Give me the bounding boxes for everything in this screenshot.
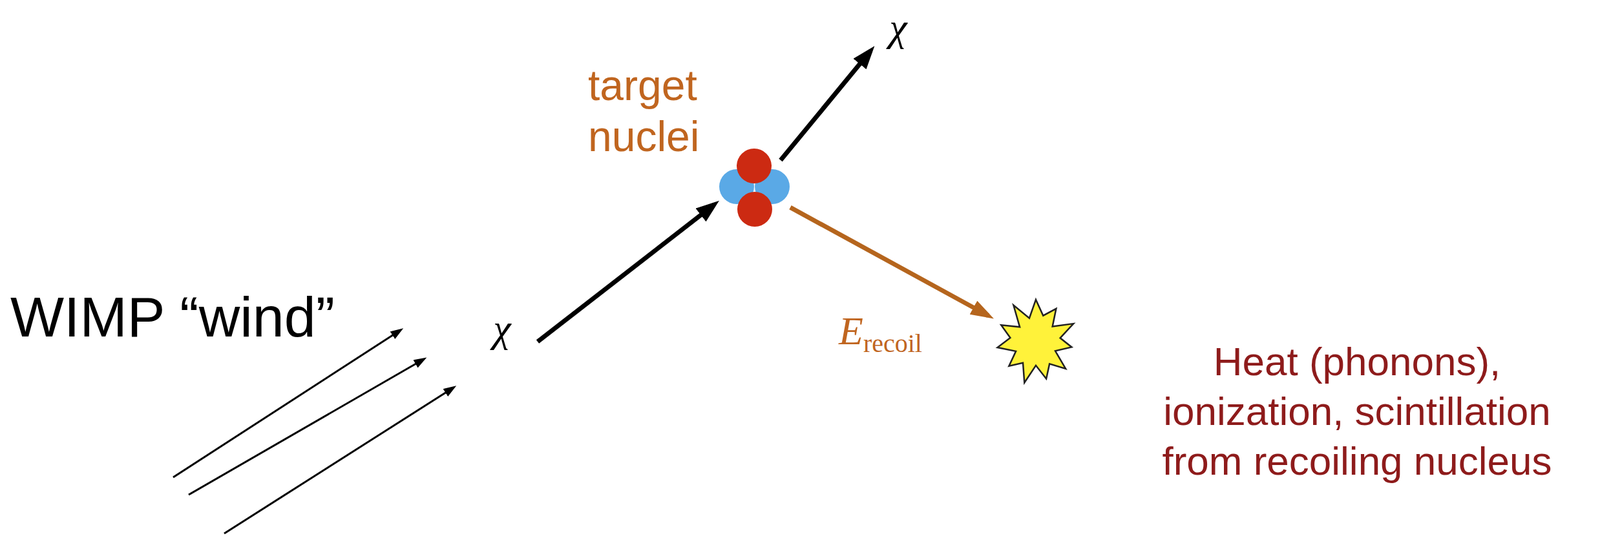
wind-arrow (173, 330, 401, 478)
target-nucleus: target nuclei (719, 148, 791, 228)
wind-arrow (188, 359, 424, 495)
starburst-shape (997, 299, 1074, 384)
edge-label: Erecoil (836, 309, 925, 353)
signal-description: Heat (phonons), ionization, scintillatio… (1160, 336, 1554, 486)
particle-symbol: χ (493, 308, 511, 349)
proton-ball (737, 191, 773, 227)
nucleus-label: target nuclei (588, 60, 617, 163)
recoil-arrow (790, 207, 989, 316)
wind-label: WIMP “wind” (10, 288, 335, 346)
outgoing-wimp-arrow (780, 51, 871, 161)
wind-arrow (224, 387, 454, 534)
particle-symbol: χ (889, 7, 907, 48)
incoming-wimp-arrow (537, 204, 715, 342)
recoil-flash: Heat (phonons), ionization, scintillatio… (993, 296, 1078, 388)
nucleus-figure (719, 148, 791, 228)
starburst-figure (993, 296, 1078, 388)
proton-ball (736, 148, 772, 184)
